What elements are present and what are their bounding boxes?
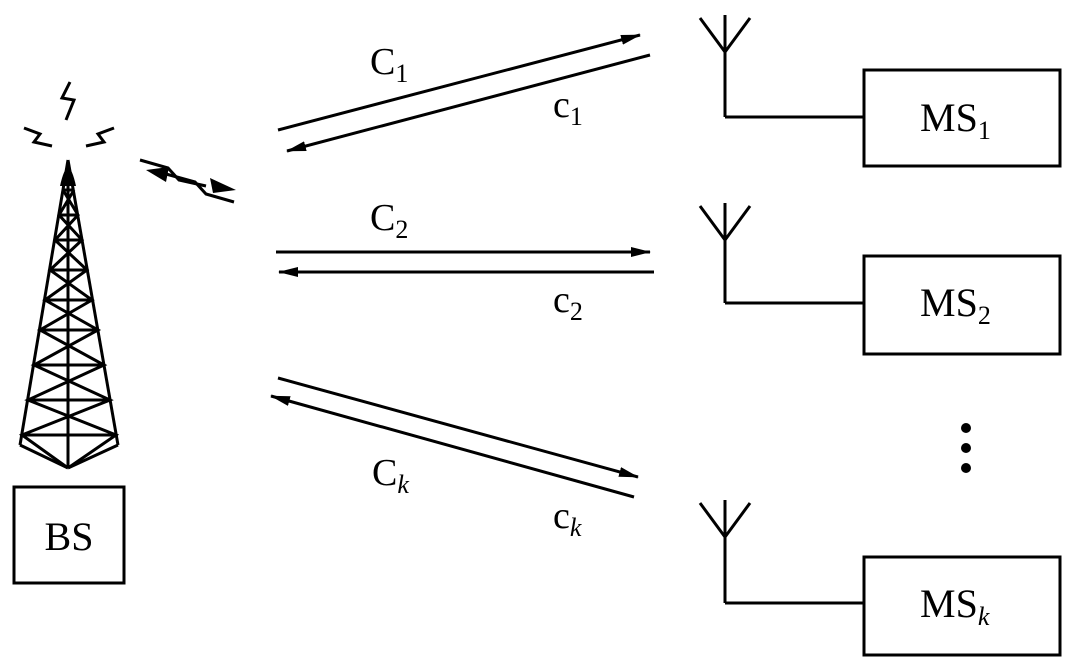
channel-label-C2: C2 (370, 197, 408, 244)
wireless-link-icon (139, 158, 236, 204)
ms2-box (862, 254, 1062, 356)
antenna-icon (698, 500, 864, 605)
antenna-icon (698, 15, 864, 119)
msk-box (862, 555, 1062, 657)
tower-icon (18, 159, 120, 470)
reverse-arrow-c1 (286, 53, 651, 153)
channel-label-ck: ck (553, 495, 582, 542)
channel-label-c2: c2 (553, 279, 583, 326)
ms2-label: MS2 (920, 280, 991, 330)
channel-label-Ck: Ck (372, 452, 409, 499)
ellipsis-dots (961, 423, 971, 473)
channel-label-c1: c1 (553, 84, 583, 131)
signal-zigzag-icon (23, 81, 115, 148)
ms1-label: MS1 (920, 95, 991, 145)
channel-label-C1: C1 (370, 41, 408, 88)
msk-label: MSk (920, 581, 990, 631)
bs-box (12, 485, 126, 585)
antenna-icon (698, 203, 864, 305)
forward-arrow-c1 (277, 33, 641, 132)
reverse-arrow-ck (270, 394, 635, 499)
bs-label: BS (45, 514, 94, 559)
forward-arrow-ck (277, 376, 639, 479)
ms1-box (862, 68, 1062, 168)
